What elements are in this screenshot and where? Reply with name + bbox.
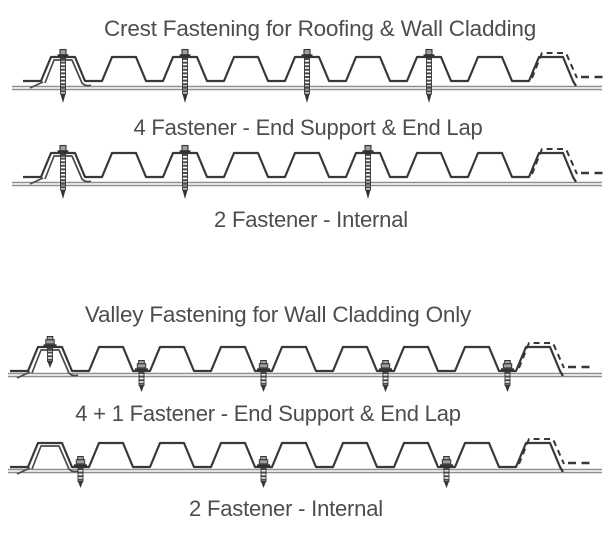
screw-hex-head bbox=[441, 459, 452, 465]
screw-hex-head bbox=[59, 48, 67, 56]
screw-hex-head bbox=[181, 144, 189, 152]
screw-hex-head-top bbox=[46, 336, 54, 341]
sheet-profile-line bbox=[23, 55, 577, 87]
screw-point bbox=[139, 385, 144, 392]
screw-point bbox=[383, 385, 388, 392]
screw-hex-head bbox=[75, 459, 86, 465]
screw-hex-head bbox=[258, 459, 269, 465]
screw-point bbox=[505, 385, 510, 392]
screw-point bbox=[426, 94, 432, 103]
screw-hex-head bbox=[59, 144, 67, 152]
caption-crest-4-fastener: 4 Fastener - End Support & End Lap bbox=[133, 115, 483, 140]
screw-point bbox=[261, 481, 266, 488]
crest-fastening-2-fastener-diagram bbox=[12, 144, 608, 199]
screw-hex-head-top bbox=[77, 456, 84, 461]
screw-hex-head bbox=[502, 363, 513, 369]
screw-hex-head-top bbox=[260, 360, 267, 365]
screw-point bbox=[60, 94, 66, 103]
caption-valley-4plus1-fastener: 4 + 1 Fastener - End Support & End Lap bbox=[75, 401, 461, 426]
screw-point bbox=[182, 94, 188, 103]
screw-hex-head-top bbox=[260, 456, 267, 461]
end-lap-dashed-line bbox=[531, 148, 578, 175]
screw-hex-head bbox=[364, 144, 372, 152]
screw-hex-head bbox=[380, 363, 391, 369]
crest-fastening-4-fastener-diagram bbox=[12, 48, 608, 103]
side-lap-underlap-line bbox=[16, 445, 79, 475]
screw-point bbox=[60, 190, 66, 199]
side-lap-underlap-line bbox=[29, 59, 92, 89]
section-title-crest-fastening: Crest Fastening for Roofing & Wall Cladd… bbox=[103, 16, 537, 41]
screw-hex-head bbox=[425, 48, 433, 56]
end-lap-dashed-line bbox=[518, 342, 565, 369]
section-title-valley-fastening: Valley Fastening for Wall Cladding Only bbox=[84, 302, 472, 327]
caption-crest-2-fastener: 2 Fastener - Internal bbox=[214, 207, 408, 232]
screw-hex-head-top bbox=[382, 360, 389, 365]
screw-point bbox=[78, 481, 83, 488]
end-lap-dashed-line bbox=[531, 52, 578, 79]
side-lap-underlap-line bbox=[16, 349, 79, 379]
screw-hex-head bbox=[136, 363, 147, 369]
screw-hex-head bbox=[45, 339, 55, 345]
screw-hex-head bbox=[303, 48, 311, 56]
screw-hex-head-top bbox=[504, 360, 511, 365]
end-lap-dashed-line bbox=[518, 438, 565, 465]
side-lap-underlap-line bbox=[29, 155, 92, 185]
screw-hex-head bbox=[181, 48, 189, 56]
valley-fastening-4plus1-fastener-diagram bbox=[8, 336, 602, 392]
screw-hex-head-top bbox=[443, 456, 450, 461]
screw-point bbox=[182, 190, 188, 199]
screw-point bbox=[304, 94, 310, 103]
screw-point bbox=[444, 481, 449, 488]
screw-hex-head bbox=[258, 363, 269, 369]
caption-valley-2-fastener: 2 Fastener - Internal bbox=[189, 496, 383, 521]
sheet-profile-line bbox=[10, 441, 564, 473]
screw-point bbox=[261, 385, 266, 392]
sheet-profile-line bbox=[10, 345, 564, 377]
valley-fastening-2-fastener-diagram bbox=[8, 438, 602, 488]
screw-point bbox=[365, 190, 371, 199]
sheet-profile-line bbox=[23, 151, 577, 183]
screw-hex-head-top bbox=[138, 360, 145, 365]
screw-point bbox=[47, 361, 53, 368]
